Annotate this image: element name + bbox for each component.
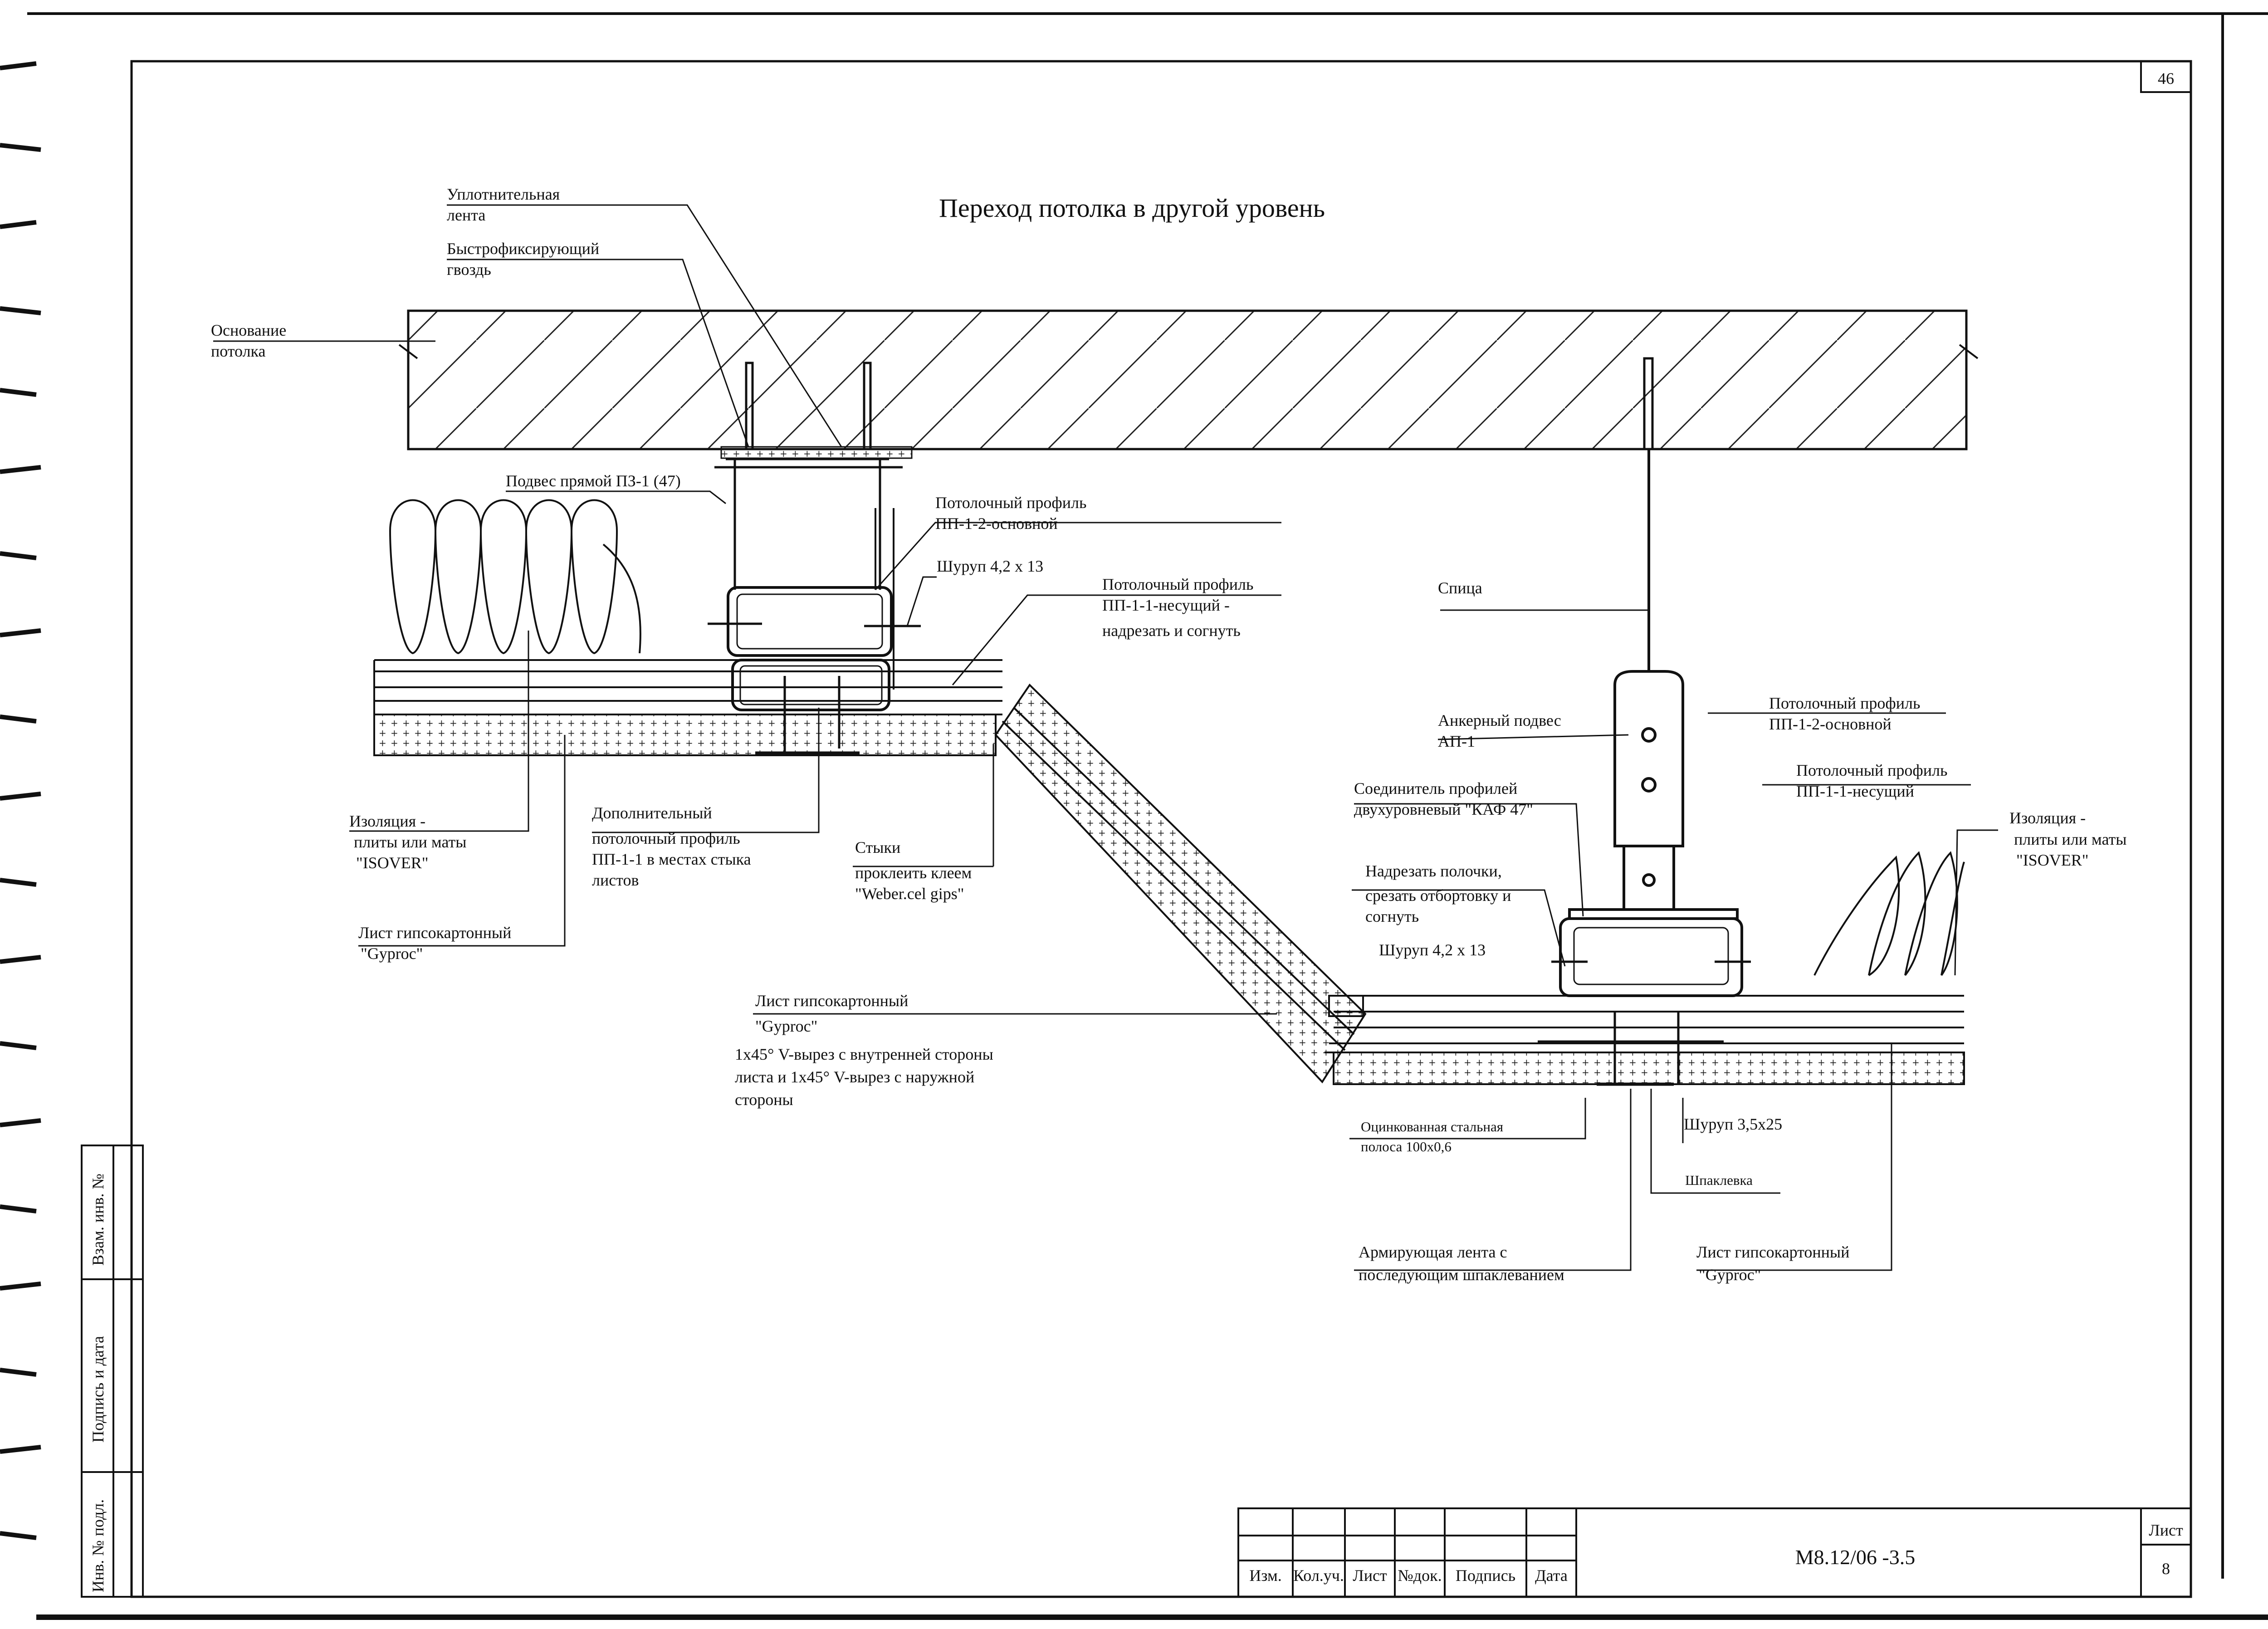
label-profile-bearing-cut-2: ПП-1-1-несущий - xyxy=(1102,596,1230,614)
label-connector: Соединитель профилей xyxy=(1354,779,1517,797)
top-sheet-number-box: 46 xyxy=(2140,60,2192,93)
anchor-hanger xyxy=(1613,449,1684,911)
label-cut-flanges-3: согнуть xyxy=(1365,907,1419,925)
label-insulation-right-3: "ISOVER" xyxy=(2016,851,2088,869)
label-gypsum-middle-2: "Gyproc" xyxy=(755,1017,817,1035)
right-ceiling-layers xyxy=(1325,995,1965,1086)
label-screw-small: Шуруп 3,5х25 xyxy=(1684,1115,1782,1133)
label-extra-profile-4: листов xyxy=(592,871,639,889)
header-kol-uch: Кол.уч. xyxy=(1293,1566,1344,1585)
label-joints: Стыки xyxy=(855,838,900,856)
label-profile-bearing-right: Потолочный профиль xyxy=(1796,761,1947,779)
drawing-title: Переход потолка в другой уровень xyxy=(939,193,1325,223)
label-rod: Спица xyxy=(1438,579,1482,597)
label-gypsum-left-2: "Gyproc" xyxy=(361,944,423,963)
header-ndok: №док. xyxy=(1398,1566,1442,1585)
label-steel-strip-2: полоса 100х0,6 xyxy=(1361,1139,1452,1154)
left-profile-assembly xyxy=(727,508,894,711)
label-insulation-left: Изоляция - xyxy=(349,812,425,830)
label-gypsum-left: Лист гипсокартонный xyxy=(358,924,511,942)
label-connector-2: двухуровневый "КАФ 47" xyxy=(1354,800,1533,818)
sheet-label: Лист xyxy=(2149,1521,2183,1539)
label-insulation-left-2: плиты или маты xyxy=(354,833,466,851)
title-block xyxy=(1237,1507,2192,1598)
label-quick-nail: Быстрофиксирующий xyxy=(447,240,599,258)
label-steel-strip: Оцинкованная стальная xyxy=(1361,1119,1503,1135)
label-screw-left: Шуруп 4,2 х 13 xyxy=(937,557,1043,575)
label-ceiling-base-2: потолка xyxy=(211,342,265,360)
label-gypsum-middle-5: стороны xyxy=(735,1091,793,1109)
label-gypsum-right: Лист гипсокартонный xyxy=(1696,1243,1849,1261)
top-sheet-number: 46 xyxy=(2158,69,2174,88)
label-reinforcing-tape: Армирующая лента с xyxy=(1359,1243,1507,1261)
label-profile-bearing-right-2: ПП-1-1-несущий xyxy=(1796,782,1914,800)
right-profile-assembly xyxy=(1551,908,1751,1084)
stamp-inv-no: Инв. № подл. xyxy=(89,1499,107,1592)
stamp-replace-inv: Взам. инв. № xyxy=(89,1174,107,1266)
label-insulation-right: Изоляция - xyxy=(2009,809,2086,827)
label-gypsum-middle-4: листа и 1х45° V-вырез с наружной xyxy=(735,1068,974,1086)
label-profile-bearing-cut-3: надрезать и согнуть xyxy=(1102,621,1241,640)
label-quick-nail-2: гвоздь xyxy=(447,260,491,279)
label-seal-tape-2: лента xyxy=(447,206,485,224)
label-cut-flanges: Надрезать полочки, xyxy=(1365,862,1502,880)
label-profile-main-left: Потолочный профиль xyxy=(935,494,1086,512)
label-gypsum-middle-3: 1х45° V-вырез с внутренней стороны xyxy=(735,1045,993,1063)
label-profile-main-right: Потолочный профиль xyxy=(1769,694,1920,712)
labels: Уплотнительная лента Быстрофиксирующий г… xyxy=(211,185,2126,1284)
label-extra-profile-3: ПП-1-1 в местах стыка xyxy=(592,850,751,868)
page-edge-marks xyxy=(0,12,2268,1620)
label-profile-main-right-2: ПП-1-2-основной xyxy=(1769,715,1892,733)
title-block-headers: Изм. Кол.уч. Лист №док. Подпись Дата xyxy=(1249,1566,1568,1585)
label-insulation-left-3: "ISOVER" xyxy=(356,854,428,872)
label-seal-tape: Уплотнительная xyxy=(447,185,560,203)
label-extra-profile: Дополнительный xyxy=(592,804,712,822)
label-extra-profile-2: потолочный профиль xyxy=(592,829,740,847)
label-anchor-hanger-2: АП-1 xyxy=(1438,732,1475,750)
doc-code: М8.12/06 -3.5 xyxy=(1795,1546,1916,1569)
header-signature: Подпись xyxy=(1456,1566,1515,1585)
ceiling-slab xyxy=(398,309,1979,450)
label-putty: Шпаклевка xyxy=(1685,1172,1753,1188)
header-date: Дата xyxy=(1535,1566,1568,1585)
label-reinforcing-tape-2: последующим шпаклеванием xyxy=(1359,1266,1564,1284)
label-gypsum-middle: Лист гипсокартонный xyxy=(755,992,908,1010)
stamp-sign-date: Подпись и дата xyxy=(89,1336,107,1443)
label-joints-3: "Weber.cel gips" xyxy=(855,885,964,903)
leader-lines xyxy=(213,204,1998,1271)
drawing-frame xyxy=(130,60,2192,1598)
label-direct-hanger: Подвес прямой ПЗ-1 (47) xyxy=(506,472,681,490)
left-insulation xyxy=(389,499,641,655)
left-ceiling-layers xyxy=(373,659,1002,756)
label-profile-main-left-2: ПП-1-2-основной xyxy=(935,514,1058,533)
sheet-number: 8 xyxy=(2162,1560,2170,1578)
label-insulation-right-2: плиты или маты xyxy=(2014,830,2126,848)
label-joints-2: проклеить клеем xyxy=(855,864,972,882)
label-profile-bearing-cut: Потолочный профиль xyxy=(1102,575,1253,593)
sloped-gypsum xyxy=(994,683,1367,1084)
header-izm: Изм. xyxy=(1249,1566,1282,1585)
label-cut-flanges-2: срезать отбортовку и xyxy=(1365,886,1511,905)
side-stamp xyxy=(81,1145,144,1598)
label-anchor-hanger: Анкерный подвес xyxy=(1438,711,1561,729)
header-list: Лист xyxy=(1353,1566,1387,1585)
right-insulation xyxy=(1813,851,1965,976)
label-ceiling-base: Основание xyxy=(211,321,286,339)
label-gypsum-right-2: "Gyproc" xyxy=(1699,1266,1761,1284)
direct-hanger xyxy=(714,458,903,590)
label-screw-right: Шуруп 4,2 х 13 xyxy=(1379,941,1486,959)
